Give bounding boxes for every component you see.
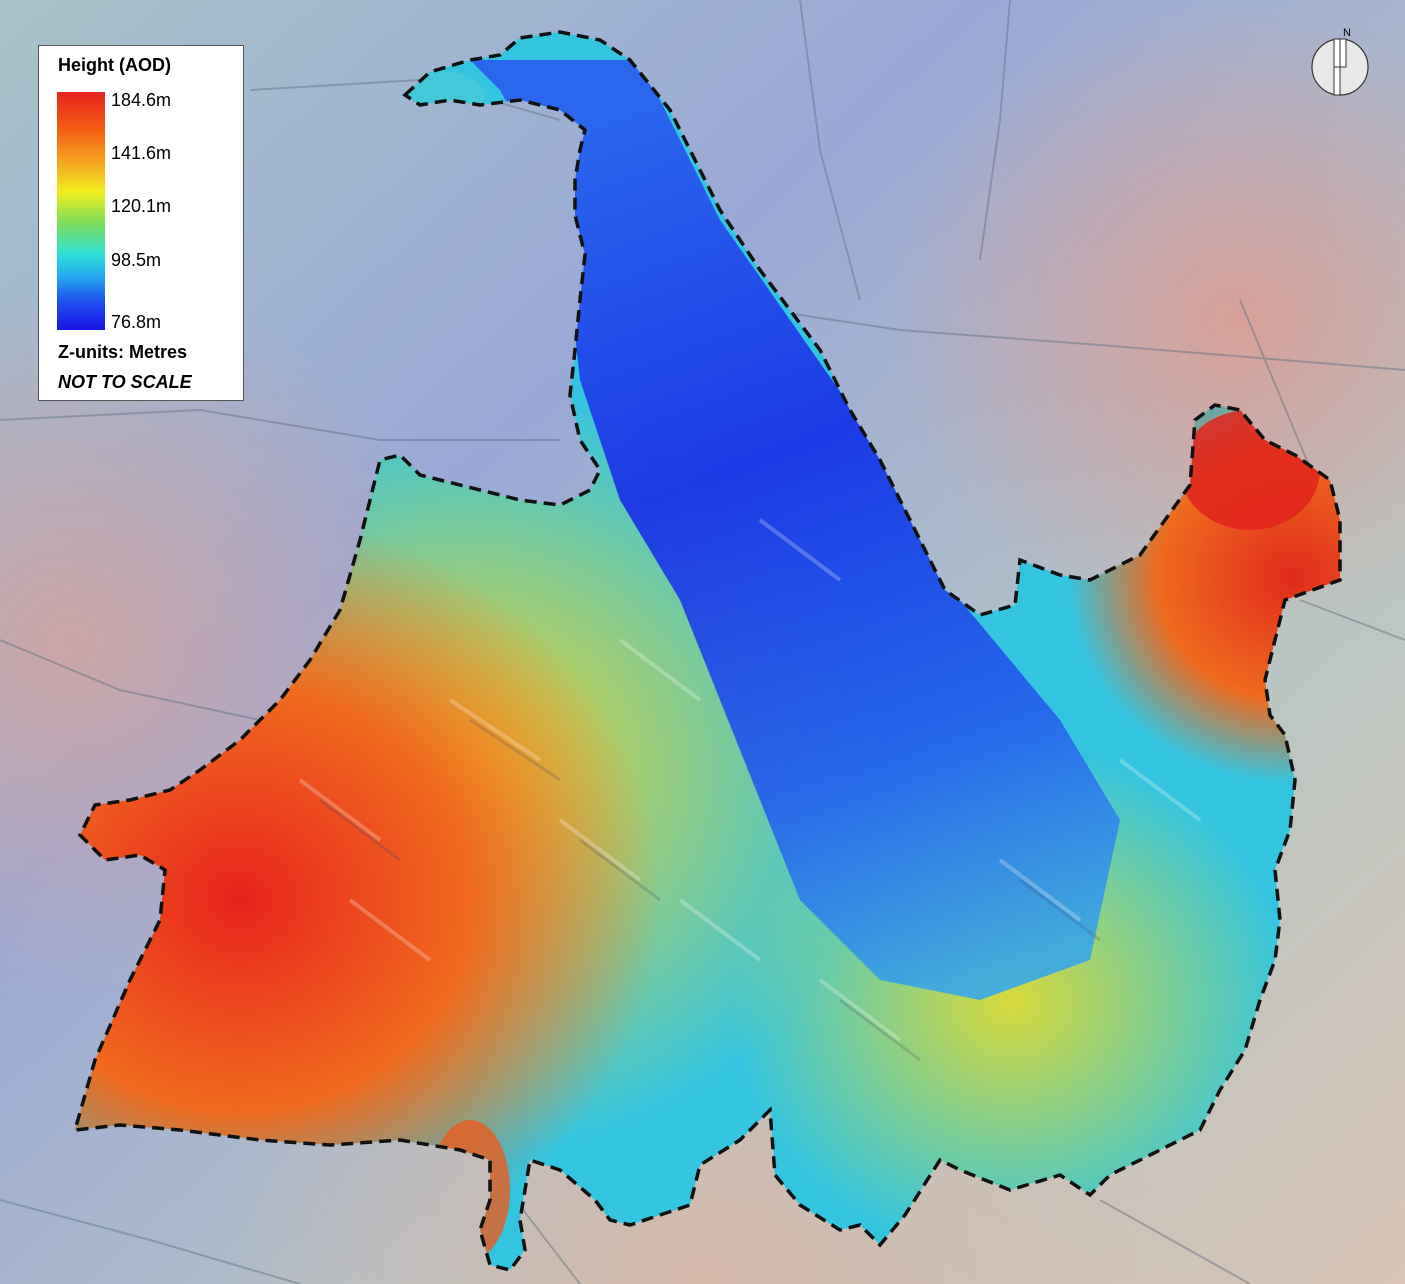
north-arrow-icon [1311,38,1369,96]
legend-title: Height (AOD) [58,55,171,75]
district-boundary [72,30,1342,1272]
legend-color-ramp [57,92,105,330]
legend-units: Z-units: Metres [58,342,188,362]
legend-stop-2: 141.6m [111,143,172,163]
legend: Height (AOD) 184.6m 141.6m 120.1m 98.5m … [38,45,244,401]
legend-stop-3: 120.1m [111,196,172,216]
north-label: N [1343,27,1351,39]
legend-scale-note: NOT TO SCALE [58,372,192,392]
legend-stop-min: 76.8m [111,312,162,332]
legend-stop-4: 98.5m [111,250,162,270]
legend-stop-max: 184.6m [111,90,172,110]
